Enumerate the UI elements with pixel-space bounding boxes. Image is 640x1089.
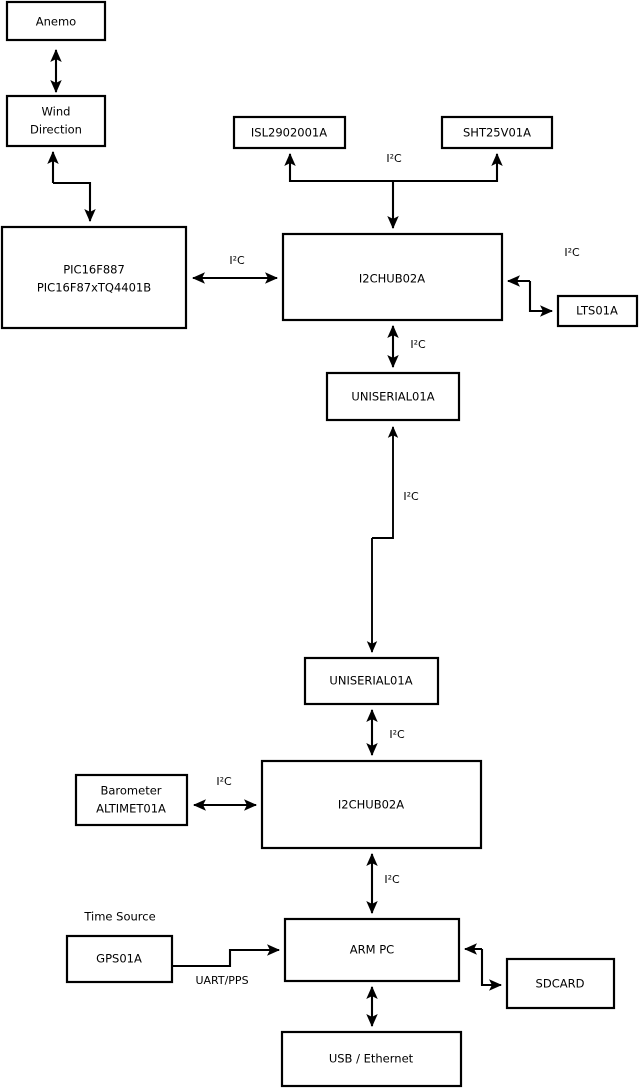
edge-label-i2c-uniserial-hub: I²C bbox=[389, 728, 405, 741]
node-uniserial01a-lower[interactable]: UNISERIAL01A bbox=[303, 656, 440, 706]
edge-label-uart-pps: UART/PPS bbox=[195, 974, 248, 987]
node-label-arm-pc: ARM PC bbox=[350, 943, 394, 957]
edge-label-i2c-hub-uniserial: I²C bbox=[410, 338, 426, 351]
label-time-source: Time Source bbox=[83, 910, 155, 924]
edge-label-i2c-pic-hub: I²C bbox=[229, 254, 245, 267]
node-sht25v01a[interactable]: SHT25V01A bbox=[440, 115, 554, 150]
node-label-sht25v01a: SHT25V01A bbox=[463, 126, 531, 140]
edge-label-i2c-top-bus: I²C bbox=[386, 152, 402, 165]
node-anemo[interactable]: Anemo bbox=[5, 0, 107, 42]
node-arm-pc[interactable]: ARM PC bbox=[283, 917, 461, 983]
node-label-uniserial01a-upper: UNISERIAL01A bbox=[351, 390, 434, 404]
node-label-usb-ethernet: USB / Ethernet bbox=[329, 1052, 414, 1066]
node-label-gps01a: GPS01A bbox=[96, 952, 142, 966]
free-labels-layer: Time Source bbox=[83, 910, 155, 924]
connector-i2chub-top-bus-isl bbox=[284, 152, 393, 183]
node-wind-direction[interactable]: Wind Direction bbox=[5, 94, 107, 148]
node-i2chub02a-top[interactable]: I2CHUB02A bbox=[281, 232, 504, 322]
edge-label-i2c-hub-lts: I²C bbox=[564, 246, 580, 259]
connectors-layer bbox=[47, 48, 554, 1028]
node-label-wind-direction-line2: Direction bbox=[30, 123, 82, 137]
node-gps01a[interactable]: GPS01A bbox=[65, 934, 174, 984]
node-label-anemo: Anemo bbox=[36, 15, 76, 29]
edge-label-i2c-barometer-hub: I²C bbox=[216, 775, 232, 788]
node-label-isl2902001a: ISL2902001A bbox=[251, 126, 327, 140]
node-label-wind-direction-line1: Wind bbox=[42, 105, 71, 119]
connector-i2chub-top-bus-sht bbox=[393, 152, 503, 183]
node-label-i2chub02a-top: I2CHUB02A bbox=[359, 272, 425, 286]
node-label-lts01a: LTS01A bbox=[576, 304, 618, 318]
node-label-sdcard: SDCARD bbox=[536, 977, 585, 991]
node-usb-ethernet[interactable]: USB / Ethernet bbox=[280, 1030, 463, 1088]
connector-winddirection-pic-step bbox=[53, 181, 96, 223]
node-label-pic-line2: PIC16F87xTQ4401B bbox=[37, 281, 151, 295]
node-lts01a[interactable]: LTS01A bbox=[556, 294, 639, 328]
node-barometer-altimet01a[interactable]: Barometer ALTIMET01A bbox=[74, 773, 189, 827]
edge-labels-layer: I²C I²C I²C I²C I²C I²C I²C I²C UART/PPS bbox=[195, 152, 580, 987]
node-uniserial01a-upper[interactable]: UNISERIAL01A bbox=[325, 371, 461, 422]
node-i2chub02a-bottom[interactable]: I2CHUB02A bbox=[260, 759, 483, 850]
node-label-barometer-line1: Barometer bbox=[100, 784, 161, 798]
node-isl2902001a[interactable]: ISL2902001A bbox=[232, 115, 347, 150]
node-label-uniserial01a-lower: UNISERIAL01A bbox=[329, 674, 412, 688]
connector-gps-armpc bbox=[172, 944, 281, 968]
edge-label-i2c-uniserial-link: I²C bbox=[403, 490, 419, 503]
node-sdcard[interactable]: SDCARD bbox=[505, 957, 616, 1010]
connector-armpc-sdcard-out bbox=[480, 949, 503, 991]
node-label-i2chub02a-bottom: I2CHUB02A bbox=[338, 798, 404, 812]
edge-label-i2c-hub-armpc: I²C bbox=[384, 873, 400, 886]
node-label-pic-line1: PIC16F887 bbox=[63, 263, 125, 277]
node-label-barometer-line2: ALTIMET01A bbox=[96, 802, 166, 816]
node-pic-microcontroller[interactable]: PIC16F887 PIC16F87xTQ4401B bbox=[0, 225, 188, 330]
connector-i2chub-top-lts-in bbox=[528, 281, 554, 317]
connector-uniserial-upper-lower-up bbox=[372, 426, 399, 539]
